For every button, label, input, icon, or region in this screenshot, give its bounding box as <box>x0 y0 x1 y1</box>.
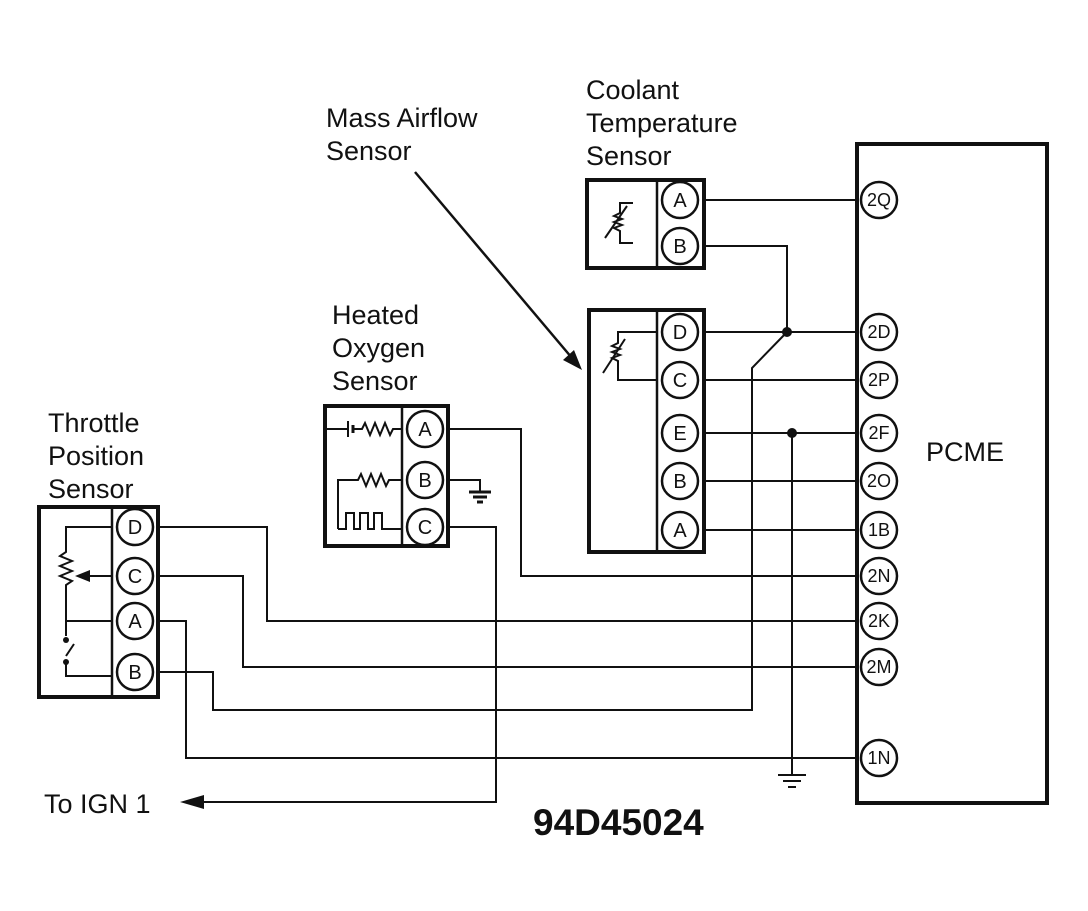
tps-sensor-box <box>37 505 160 699</box>
tps-label-line-1: Throttle <box>48 408 140 438</box>
pcme-pin-2p-label: 2P <box>868 370 890 390</box>
thermistor-icon <box>602 331 657 381</box>
potentiometer-icon <box>57 526 112 677</box>
pcme-pin-1b <box>859 510 899 550</box>
ho2s-sensor-box <box>323 404 450 548</box>
wire-tps-c-2m <box>158 575 857 668</box>
throttle-position-sensor: D C A B <box>37 505 160 699</box>
ho2s-label-line-3: Sensor <box>332 366 418 396</box>
maf-pin-e <box>660 413 700 453</box>
pcme-pin-1n <box>859 738 899 778</box>
coolant-sensor-box <box>585 178 706 270</box>
coolant-pin-b <box>660 226 700 266</box>
maf-pointer-line <box>414 171 573 359</box>
arrow-left-icon <box>180 795 204 809</box>
pcme-pin-2n <box>859 556 899 596</box>
tps-sensor-label: Throttle Position Sensor <box>48 408 144 504</box>
wire-ho2s-a-2n <box>448 428 857 577</box>
ho2s-pin-a <box>405 409 445 449</box>
maf-label-line-1: Mass Airflow <box>326 103 478 133</box>
pcme-pin-2m <box>859 647 899 687</box>
tps-pin-c-label: C <box>128 566 142 588</box>
pcme-pin-2o-label: 2O <box>867 471 891 491</box>
sensor-element-icon <box>325 420 402 530</box>
coolant-temp-sensor: A B <box>585 178 706 270</box>
pcme-pin-2k <box>859 601 899 641</box>
pcme-pin-2d-label: 2D <box>867 322 890 342</box>
switch-contact-dot <box>63 659 69 665</box>
mass-airflow-sensor: D C E B A <box>587 308 706 554</box>
maf-label-line-2: Sensor <box>326 136 412 166</box>
switch-contact-dot <box>63 637 69 643</box>
pcme-pin-1b-label: 1B <box>868 520 890 540</box>
tps-pin-a <box>115 601 155 641</box>
wire-ho2s-b-ground <box>448 479 481 492</box>
pcme-pin-2q-label: 2Q <box>867 190 891 210</box>
junction-dot-2f <box>787 428 797 438</box>
ho2s-sensor-label: Heated Oxygen Sensor <box>332 300 425 396</box>
maf-pin-d-label: D <box>673 322 687 344</box>
tps-pin-b <box>115 652 155 692</box>
maf-pin-e-label: E <box>673 423 686 445</box>
maf-pin-a-label: A <box>673 520 687 542</box>
maf-pin-d <box>660 312 700 352</box>
tps-pin-c <box>115 556 155 596</box>
coolant-sensor-label: Coolant Temperature Sensor <box>586 75 738 171</box>
coolant-label-line-1: Coolant <box>586 75 680 105</box>
maf-pin-b-label: B <box>673 471 686 493</box>
pcme-pin-2f <box>859 413 899 453</box>
tps-label-line-2: Position <box>48 441 144 471</box>
pcme-pin-2f-label: 2F <box>868 423 889 443</box>
ground-symbol-pcme <box>778 774 806 788</box>
wire-ho2s-c-ign <box>200 526 497 803</box>
wires <box>158 199 857 803</box>
figure-code: 94D45024 <box>533 802 704 843</box>
tps-pin-a-label: A <box>128 611 142 633</box>
pcme-pin-1n-label: 1N <box>867 748 890 768</box>
pcme-label: PCME <box>926 437 1004 467</box>
maf-pin-a <box>660 510 700 550</box>
maf-pin-c-label: C <box>673 370 687 392</box>
wire-tps-d-2k <box>158 526 857 622</box>
thermistor-icon <box>604 202 633 244</box>
maf-sensor-box <box>587 308 706 554</box>
ho2s-label-line-2: Oxygen <box>332 333 425 363</box>
coolant-label-line-2: Temperature <box>586 108 738 138</box>
ho2s-pin-b <box>405 460 445 500</box>
ho2s-pin-c <box>405 507 445 547</box>
ign-label: To IGN 1 <box>44 789 151 819</box>
coolant-pin-a <box>660 180 700 220</box>
coolant-pin-a-label: A <box>673 190 687 212</box>
tps-pin-b-label: B <box>128 662 141 684</box>
ho2s-pin-b-label: B <box>418 470 431 492</box>
ground-symbol-ho2s <box>469 490 491 504</box>
ho2s-label-line-1: Heated <box>332 300 419 330</box>
junction-dot-2d <box>782 327 792 337</box>
maf-pin-b <box>660 461 700 501</box>
pcme-module: PCME 2Q 2D 2P 2F 2O 1B 2N 2K 2M 1N <box>855 142 1049 805</box>
heated-oxygen-sensor: A B C <box>323 404 450 548</box>
maf-pointer-arrow-icon <box>563 350 582 370</box>
coolant-label-line-3: Sensor <box>586 141 672 171</box>
tps-pin-d <box>115 507 155 547</box>
wire-coolant-b-2d <box>703 245 788 332</box>
pcme-pin-2q <box>859 180 899 220</box>
coolant-pin-b-label: B <box>673 236 686 258</box>
pcme-pin-2o <box>859 461 899 501</box>
tps-pin-d-label: D <box>128 517 142 539</box>
wire-tps-a-1n <box>158 620 857 759</box>
pcme-pin-2m-label: 2M <box>866 657 891 677</box>
tps-label-line-3: Sensor <box>48 474 134 504</box>
pcme-pin-2d <box>859 312 899 352</box>
ho2s-pin-a-label: A <box>418 419 432 441</box>
wire-2d-branch <box>158 331 788 711</box>
pcme-pin-2n-label: 2N <box>867 566 890 586</box>
pcme-pin-2p <box>859 360 899 400</box>
pcme-pin-2k-label: 2K <box>868 611 890 631</box>
ho2s-pin-c-label: C <box>418 517 432 539</box>
maf-pin-c <box>660 360 700 400</box>
wiper-arrow-icon <box>75 570 90 582</box>
maf-sensor-label: Mass Airflow Sensor <box>326 103 478 166</box>
